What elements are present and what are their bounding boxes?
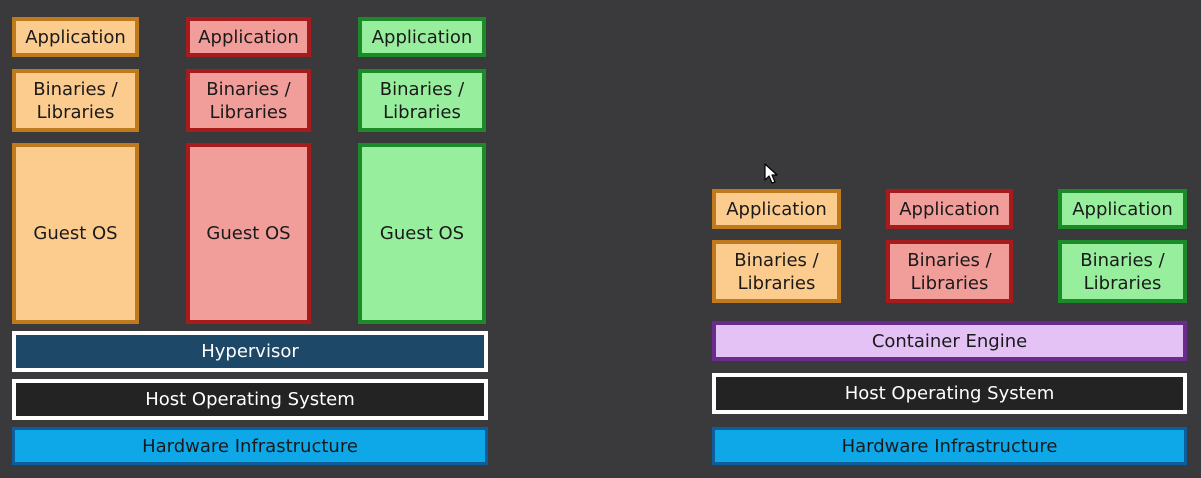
vm3-application-box: Application bbox=[358, 17, 486, 57]
vm3-binaries-box: Binaries / Libraries bbox=[358, 69, 486, 132]
ct1-application-box: Application bbox=[712, 189, 841, 229]
vm1-binaries-box: Binaries / Libraries bbox=[12, 69, 139, 132]
vm2-binaries-box: Binaries / Libraries bbox=[186, 69, 311, 132]
container-engine-bar: Container Engine bbox=[712, 321, 1187, 361]
ct3-binaries-box: Binaries / Libraries bbox=[1058, 240, 1187, 303]
ct-hardware-bar: Hardware Infrastructure bbox=[712, 427, 1187, 465]
vm-host-os-bar: Host Operating System bbox=[12, 379, 488, 420]
vm3-guest-os-box: Guest OS bbox=[358, 143, 486, 324]
vm2-application-box: Application bbox=[186, 17, 311, 57]
vm1-guest-os-box: Guest OS bbox=[12, 143, 139, 324]
ct-host-os-bar: Host Operating System bbox=[712, 373, 1187, 414]
ct3-application-box: Application bbox=[1058, 189, 1187, 229]
vm2-guest-os-box: Guest OS bbox=[186, 143, 311, 324]
mouse-pointer-icon bbox=[764, 163, 778, 184]
ct2-application-box: Application bbox=[886, 189, 1013, 229]
vm-hardware-bar: Hardware Infrastructure bbox=[12, 427, 488, 465]
hypervisor-bar: Hypervisor bbox=[12, 331, 488, 372]
ct2-binaries-box: Binaries / Libraries bbox=[886, 240, 1013, 303]
vm1-application-box: Application bbox=[12, 17, 139, 57]
ct1-binaries-box: Binaries / Libraries bbox=[712, 240, 841, 303]
